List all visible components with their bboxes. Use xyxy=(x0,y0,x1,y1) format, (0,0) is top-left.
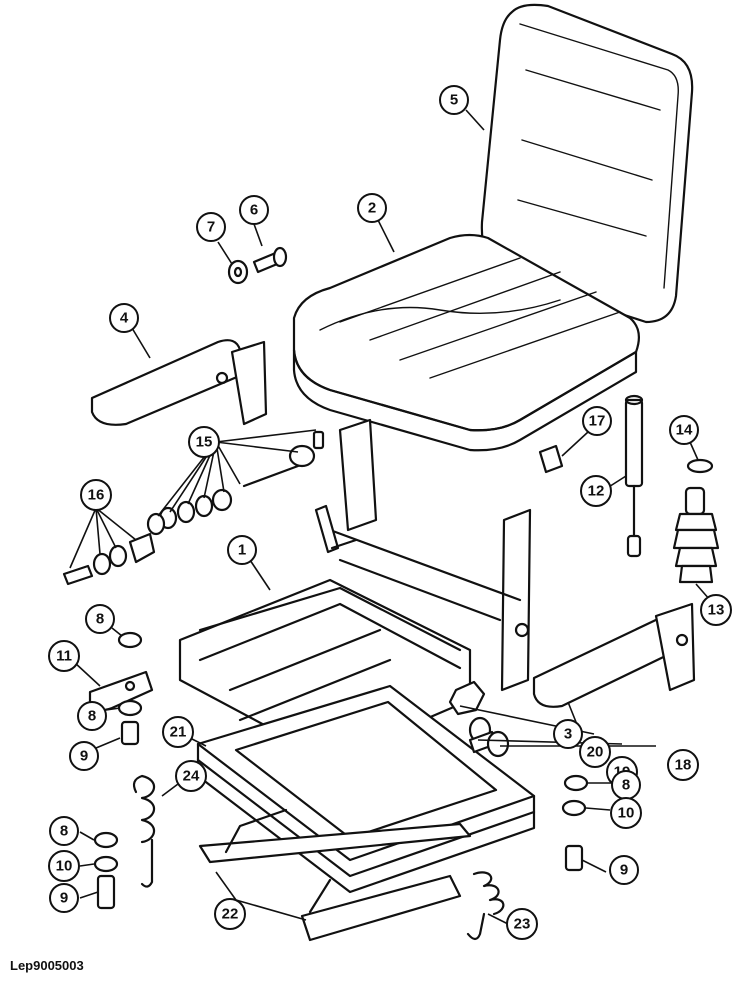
callout-13: 13 xyxy=(700,594,732,626)
callout-9-b: 9 xyxy=(49,883,79,913)
svg-text:7: 7 xyxy=(207,219,215,236)
svg-text:9: 9 xyxy=(60,890,68,907)
svg-text:10: 10 xyxy=(618,805,635,822)
backrest xyxy=(480,3,694,324)
svg-text:1: 1 xyxy=(238,542,246,559)
callout-23: 23 xyxy=(506,908,538,940)
fastener-set-16 xyxy=(62,532,156,586)
bolt-18 xyxy=(468,730,510,758)
svg-text:5: 5 xyxy=(450,92,458,109)
callout-2: 2 xyxy=(357,193,387,223)
clip-ring xyxy=(686,458,714,474)
bellows xyxy=(672,486,720,584)
svg-text:12: 12 xyxy=(588,483,605,500)
clip-17 xyxy=(538,444,564,474)
svg-text:21: 21 xyxy=(170,724,187,741)
svg-text:9: 9 xyxy=(80,748,88,765)
svg-text:15: 15 xyxy=(196,434,213,451)
svg-text:23: 23 xyxy=(514,916,531,933)
svg-text:17: 17 xyxy=(589,413,606,430)
left-armrest xyxy=(90,339,268,426)
slide-rails xyxy=(198,808,472,942)
svg-text:8: 8 xyxy=(60,823,68,840)
callout-8-b: 8 xyxy=(77,701,107,731)
fasteners-right xyxy=(561,774,589,872)
callout-6: 6 xyxy=(239,195,269,225)
callout-8-c: 8 xyxy=(49,816,79,846)
callout-4: 4 xyxy=(109,303,139,333)
callout-22: 22 xyxy=(214,898,246,930)
callout-10-a: 10 xyxy=(48,850,80,882)
callout-20: 20 xyxy=(579,736,611,768)
svg-text:22: 22 xyxy=(222,906,239,923)
callout-1: 1 xyxy=(227,535,257,565)
svg-text:3: 3 xyxy=(564,726,572,743)
svg-text:16: 16 xyxy=(88,487,105,504)
svg-text:24: 24 xyxy=(183,768,200,785)
callout-10-b: 10 xyxy=(610,797,642,829)
svg-text:18: 18 xyxy=(675,757,692,774)
washer-7 xyxy=(227,259,249,285)
callout-11: 11 xyxy=(48,640,80,672)
svg-text:4: 4 xyxy=(120,310,129,327)
right-armrest xyxy=(532,602,696,708)
fasteners-lower-left xyxy=(93,831,119,910)
callout-9-c: 9 xyxy=(609,855,639,885)
svg-text:9: 9 xyxy=(620,862,628,879)
spring-23 xyxy=(466,871,505,941)
callout-3: 3 xyxy=(553,719,583,749)
svg-text:20: 20 xyxy=(587,744,604,761)
callout-17: 17 xyxy=(582,406,612,436)
callout-7: 7 xyxy=(196,212,226,242)
gas-spring xyxy=(624,394,644,558)
callout-18: 18 xyxy=(667,749,699,781)
seat-cushion xyxy=(292,233,641,452)
callout-21: 21 xyxy=(162,716,194,748)
bolt-9-left xyxy=(120,720,140,746)
adjust-lever xyxy=(314,504,358,554)
svg-text:8: 8 xyxy=(622,777,630,794)
bolt-6 xyxy=(252,246,288,274)
callout-12: 12 xyxy=(580,475,612,507)
callout-9-a: 9 xyxy=(69,741,99,771)
callout-8-a: 8 xyxy=(85,604,115,634)
reference-code: Lep9005003 xyxy=(10,958,84,973)
svg-text:8: 8 xyxy=(96,611,104,628)
callout-5: 5 xyxy=(439,85,469,115)
svg-text:10: 10 xyxy=(56,858,73,875)
base-frame xyxy=(196,684,536,894)
svg-text:13: 13 xyxy=(708,602,725,619)
callout-24: 24 xyxy=(175,760,207,792)
callout-8-d: 8 xyxy=(611,770,641,800)
fastener-set-15 xyxy=(146,430,325,536)
svg-text:14: 14 xyxy=(676,422,693,439)
callout-16: 16 xyxy=(80,479,112,511)
callout-14: 14 xyxy=(669,415,699,445)
callout-15: 15 xyxy=(188,426,220,458)
svg-text:6: 6 xyxy=(250,202,258,219)
svg-text:11: 11 xyxy=(56,648,72,665)
spring-24 xyxy=(132,774,156,888)
svg-text:2: 2 xyxy=(368,200,376,217)
svg-text:8: 8 xyxy=(88,708,96,725)
